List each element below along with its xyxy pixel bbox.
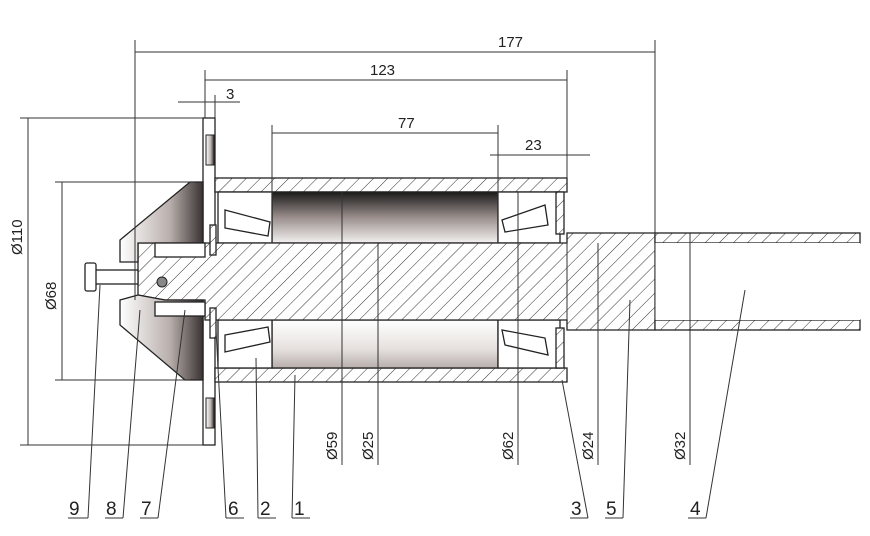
pin-slot-bottom (154, 301, 206, 317)
dim-flange-diameter: Ø110 (9, 219, 26, 255)
dim-shaft-end-diameter: Ø24 (580, 432, 597, 460)
dim-cone-diameter: Ø68 (43, 282, 60, 310)
leader-lines (68, 284, 746, 519)
housing-tube (214, 177, 568, 383)
part-label-8: 8 (106, 499, 117, 520)
dim-bearing-outer-diameter: Ø62 (500, 432, 517, 460)
dim-bearing-offset: 23 (525, 137, 542, 154)
dim-spacer-length: 77 (398, 115, 415, 132)
output-tube (654, 232, 861, 331)
knob (84, 262, 139, 292)
dim-housing-length: 123 (370, 62, 395, 79)
left-bearing (217, 191, 273, 369)
dim-tube-diameter: Ø32 (672, 432, 689, 460)
washer-bottom (209, 307, 217, 339)
part-label-5: 5 (606, 499, 617, 520)
dim-flange-thickness: 3 (226, 86, 234, 103)
dim-overall-length: 177 (498, 34, 523, 51)
part-label-2: 2 (260, 499, 271, 520)
part-label-7: 7 (141, 499, 152, 520)
roller-spacer (271, 191, 499, 369)
part-label-1: 1 (294, 499, 305, 520)
dimension-lines (20, 40, 691, 465)
dim-shaft-diameter: Ø25 (360, 432, 377, 460)
part-label-3: 3 (571, 499, 582, 520)
washer-top (209, 224, 217, 256)
part-label-6: 6 (228, 499, 239, 520)
part-label-4: 4 (690, 499, 701, 520)
dim-bore-diameter: Ø59 (324, 432, 341, 460)
part-label-9: 9 (69, 499, 80, 520)
pin-hole (156, 276, 168, 288)
pin-slot-top (154, 242, 206, 258)
